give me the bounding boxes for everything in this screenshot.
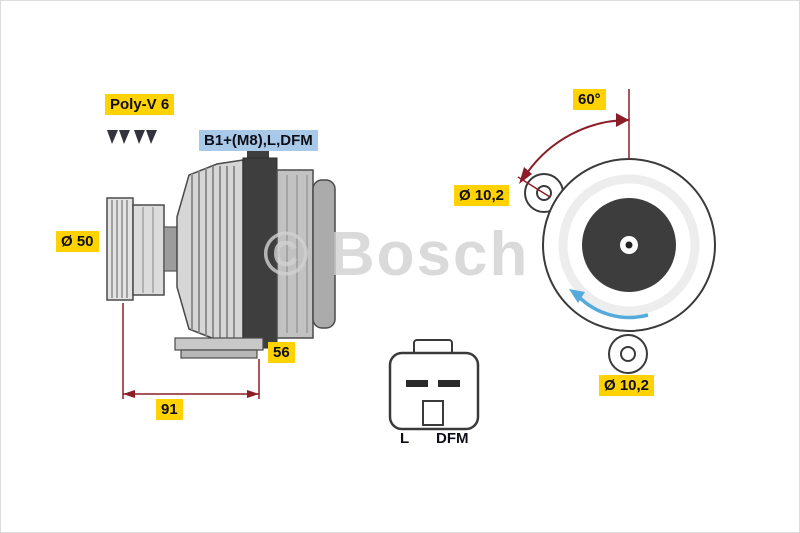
alternator-side-view — [106, 130, 336, 399]
angle-60-label: 60° — [573, 89, 606, 110]
connector-keying-notch — [422, 400, 444, 426]
alternator-rear-view — [517, 89, 716, 374]
dimension-arrow-right — [247, 390, 259, 398]
pulley-diameter-label: Ø 50 — [56, 231, 99, 252]
terminal-designation-label: B1+(M8),L,DFM — [199, 130, 318, 151]
rear-cap — [312, 179, 336, 329]
cooling-fins — [191, 166, 235, 341]
mounting-foot — [174, 337, 264, 359]
mounting-hole-diameter-top-label: Ø 10,2 — [454, 185, 510, 206]
connector-body — [388, 351, 480, 431]
connector-plug — [388, 339, 480, 431]
mounting-hole-diameter-bottom-label: Ø 10,2 — [599, 375, 655, 396]
connector-pin-l — [406, 380, 428, 387]
mounting-hole-bottom — [620, 346, 636, 362]
shaft-center-dot — [625, 241, 633, 249]
pulley — [106, 197, 178, 301]
dimension-91-label: 91 — [156, 399, 183, 420]
connector-pin-dfm — [438, 380, 460, 387]
dimension-arrow-left — [123, 390, 135, 398]
angle-arrow-right — [616, 113, 629, 127]
pulley-shaft — [163, 226, 178, 272]
belt-profile-icon — [107, 130, 157, 144]
connector-pin-l-label: L — [400, 430, 410, 447]
dimension-91 — [122, 303, 260, 399]
housing-face-ring — [558, 174, 700, 316]
angle-arrow-left — [519, 167, 532, 184]
angle-dimension-60 — [517, 89, 630, 198]
rotation-arrowhead — [569, 289, 585, 303]
rear-housing — [276, 169, 336, 339]
stator-band — [242, 145, 278, 349]
connector-pin-dfm-label: DFM — [436, 430, 469, 447]
dimension-56-label: 56 — [268, 342, 295, 363]
rotation-arrow — [569, 289, 649, 320]
front-housing — [176, 159, 244, 345]
belt-type-label: Poly-V 6 — [105, 94, 175, 115]
